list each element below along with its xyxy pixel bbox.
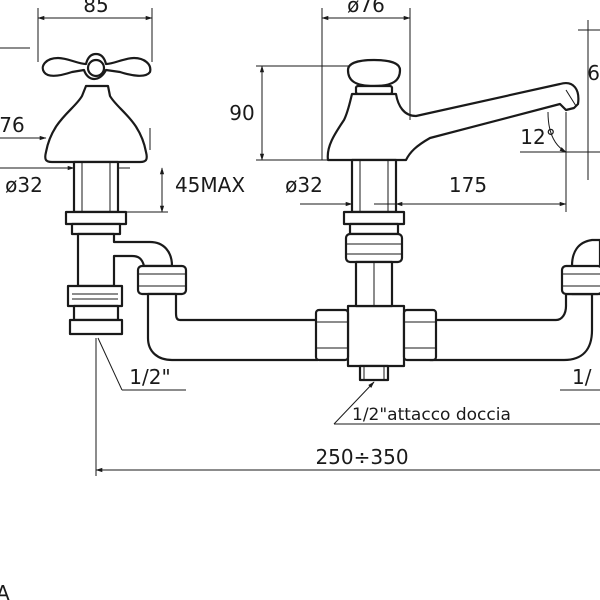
left-thread-nut: [66, 284, 124, 308]
central-right-nut: [402, 308, 438, 362]
dim-height: 90: [229, 101, 254, 125]
dim-spout-angle: 12°: [520, 125, 555, 149]
left-shaft: [72, 160, 120, 214]
spout-knob: [346, 58, 402, 88]
dim-right-cut-letter: 6: [587, 61, 600, 85]
dim-left-base: ø32: [5, 173, 43, 197]
spout-nut: [344, 232, 404, 264]
corner-letter: A: [0, 581, 10, 600]
left-handle-cap: [86, 58, 106, 78]
central-left-nut: [314, 308, 350, 362]
spout-body: [326, 82, 580, 162]
central-fitting: [314, 304, 438, 382]
center-spout: [326, 58, 580, 308]
dim-max-thickness: 45MAX: [175, 173, 245, 197]
dim-spout-diameter: ø76: [347, 0, 385, 17]
dim-left-diameter-cut: 76: [0, 113, 25, 137]
dim-handle-width: 85: [83, 0, 108, 17]
right-tap-partial: [560, 238, 600, 296]
dim-overall-span: 250÷350: [315, 445, 408, 469]
left-elbow-nut: [136, 264, 188, 296]
dim-spout-length: 175: [449, 173, 487, 197]
dim-center-base: ø32: [285, 173, 323, 197]
left-bell-body: [44, 84, 148, 164]
mixer-body: [346, 304, 406, 368]
dim-shower-connection: 1/2"attacco doccia: [352, 405, 511, 425]
left-tap: [41, 52, 174, 336]
dim-left-thread: 1/2": [129, 365, 170, 389]
shower-outlet: [358, 364, 390, 382]
left-collar: [64, 210, 128, 226]
dim-right-thread-cut: 1/: [572, 365, 592, 389]
